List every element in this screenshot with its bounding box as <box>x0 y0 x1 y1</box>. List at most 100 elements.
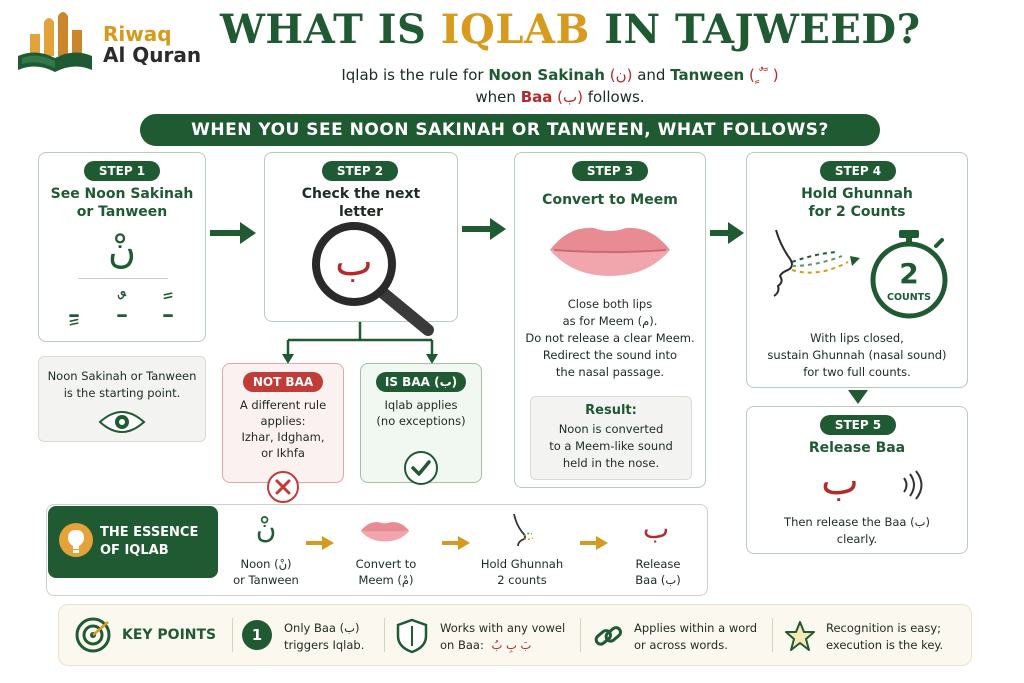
step3-result-line1: Noon is converted <box>558 422 664 436</box>
step3-pill: STEP 3 <box>572 161 648 181</box>
step3-result-line2: to a Meem-like sound <box>549 439 673 453</box>
is-baa-pill: IS BAA (ب) <box>376 372 466 392</box>
step3-title: Convert to Meem <box>542 192 678 208</box>
essence-label-line1: THE ESSENCE <box>100 525 199 540</box>
essence-item2-line1: Convert to <box>355 557 417 571</box>
lips-icon <box>550 227 670 276</box>
step4-title-line2: for 2 Counts <box>808 204 906 220</box>
essence-arrow-1 <box>306 536 334 550</box>
target-icon <box>75 617 111 653</box>
kp-separator-4 <box>772 618 773 652</box>
eye-icon <box>98 411 146 433</box>
step1-noon-glyph: نْ <box>108 228 136 272</box>
title-part2: IN TAJWEED? <box>589 6 921 53</box>
step3-line1: Close both lips <box>567 297 653 311</box>
shield-icon <box>396 618 428 654</box>
cross-icon <box>267 471 299 503</box>
key-points-label: KEY POINTS <box>122 627 217 643</box>
not-baa-line3: Izhar, Idgham, <box>241 430 325 444</box>
star-icon <box>785 621 815 651</box>
nose-profile-icon <box>773 229 860 297</box>
key-points-bar <box>58 604 972 666</box>
essence-label-line2: OF IQLAB <box>100 543 169 558</box>
essence-lips-icon <box>360 522 410 542</box>
essence-nose-icon <box>513 513 534 547</box>
subtitle-and: and <box>632 66 671 84</box>
magnifier-icon <box>312 222 434 336</box>
stopwatch-icon <box>870 230 948 319</box>
not-baa-line4: or Ikhfa <box>261 446 305 460</box>
step3-result-panel <box>530 396 692 480</box>
essence-arrow-3 <box>580 536 608 550</box>
step1-title-line1: See Noon Sakinah <box>50 186 194 202</box>
step4-title-line1: Hold Ghunnah <box>801 186 913 202</box>
step1-note-line1: Noon Sakinah or Tanween <box>47 369 197 383</box>
essence-item1-line1: Noon (نْ) <box>240 557 292 571</box>
not-baa-line1: A different rule <box>239 398 327 412</box>
book-mosque-logo-icon <box>18 12 92 72</box>
step1-pill: STEP 1 <box>84 161 160 181</box>
check-icon <box>404 451 438 485</box>
link-icon <box>594 626 623 646</box>
kp2-line2: on Baa: بَ بِ بُ <box>440 637 531 653</box>
branch-connector <box>282 322 438 364</box>
lightbulb-icon <box>59 523 93 557</box>
is-baa-line2: (no exceptions) <box>376 414 466 428</box>
step3-line5: the nasal passage. <box>555 365 665 379</box>
step5-pill: STEP 5 <box>820 415 896 435</box>
essence-item3-line2: 2 counts <box>497 573 547 587</box>
essence-item4-line2: Baa (ب) <box>635 573 681 587</box>
subtitle-pre: Iqlab is the rule for <box>341 66 489 84</box>
subtitle-baa-ar: (ب) <box>557 88 583 106</box>
step3-line3: Do not release a clear Meem. <box>525 331 695 345</box>
is-baa-line1: Iqlab applies <box>384 398 458 412</box>
step1-tanween-3: ـً <box>163 290 173 325</box>
step1-divider <box>78 278 168 279</box>
step3-line2: as for Meem (م). <box>562 314 658 328</box>
step5-line1: Then release the Baa (ب) <box>784 515 930 529</box>
title-highlight: IQLAB <box>440 6 590 53</box>
page-title: WHAT IS IQLAB IN TAJWEED? <box>220 6 920 53</box>
step1-card <box>38 152 206 342</box>
essence-noon-glyph: نْ <box>255 512 277 545</box>
step4-line3: for two full counts. <box>803 365 911 379</box>
step1-tanween-2: ـٌ <box>117 290 127 325</box>
subtitle-noon-ar: (ن) <box>609 66 633 84</box>
kp2-line2-text: on Baa: <box>440 638 484 652</box>
sound-waves-icon <box>903 470 923 500</box>
question-banner: WHEN YOU SEE NOON SAKINAH OR TANWEEN, WH… <box>140 114 880 146</box>
step1-note-line2: is the starting point. <box>63 386 181 400</box>
brand-line1: Riwaq <box>103 22 172 46</box>
step1-title-line2: or Tanween <box>76 204 168 220</box>
step5-line2: clearly. <box>836 532 878 546</box>
essence-item2-line2: Meem (مْ) <box>358 573 414 587</box>
arrow-step1-to-step2 <box>210 222 256 244</box>
essence-arrow-2 <box>442 536 470 550</box>
number-one-badge: 1 <box>242 620 272 650</box>
arrow-step4-to-step5 <box>848 390 868 404</box>
kp-separator-1 <box>232 618 233 652</box>
essence-item3-line1: Hold Ghunnah <box>480 557 564 571</box>
step2-title-line2: letter <box>338 204 384 220</box>
kp3-line2: or across words. <box>634 638 728 652</box>
brand-name: Riwaq Al Quran <box>103 24 201 66</box>
step4-pill: STEP 4 <box>820 161 896 181</box>
essence-baa-glyph: ب <box>642 512 670 545</box>
step2-baa-glyph: ب <box>335 239 373 285</box>
step5-title: Release Baa <box>808 440 906 456</box>
step2-title-line1: Check the next <box>301 186 421 202</box>
arrow-step3-to-step4 <box>710 222 744 244</box>
kp-separator-3 <box>580 618 581 652</box>
step1-tanween-1: ـٍ <box>69 290 79 325</box>
subtitle-tanween-ar: ( ٍ ٌ ً ) <box>748 66 779 84</box>
step3-result-line3: held in the nose. <box>562 456 660 470</box>
page-subtitle: Iqlab is the rule for Noon Sakinah (ن) a… <box>270 64 850 108</box>
kp1-line2: triggers Iqlab. <box>284 638 365 652</box>
kp2-line1: Works with any vowel <box>440 621 566 635</box>
subtitle-line2-pre: when <box>475 88 521 106</box>
subtitle-tanween: Tanween <box>670 66 745 84</box>
kp-separator-2 <box>384 618 385 652</box>
brand-line2: Al Quran <box>103 43 202 67</box>
essence-item4-line1: Release <box>635 557 681 571</box>
subtitle-line2-post: follows. <box>583 88 645 106</box>
